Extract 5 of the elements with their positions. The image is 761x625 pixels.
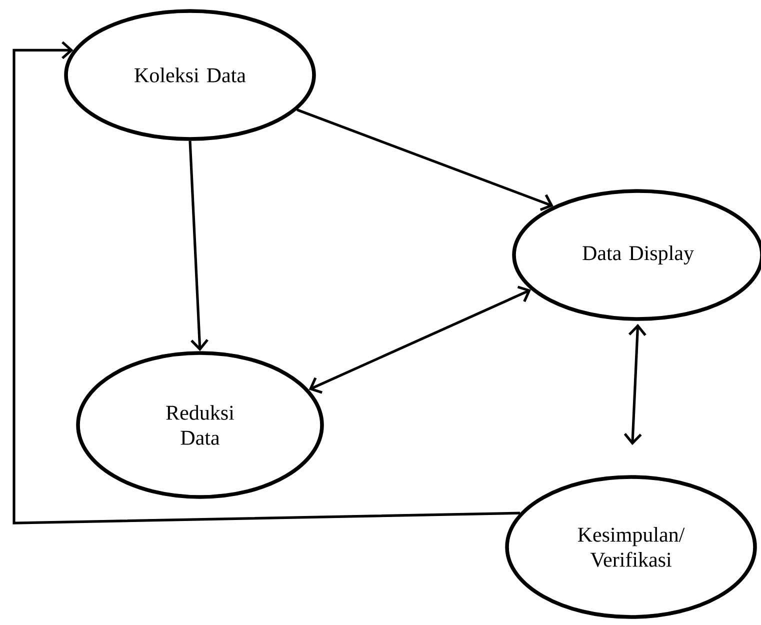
arrow: [624, 324, 646, 446]
arrow: [12, 41, 520, 524]
arrow: [308, 286, 532, 394]
arrow: [296, 108, 554, 212]
arrow: [188, 140, 208, 352]
